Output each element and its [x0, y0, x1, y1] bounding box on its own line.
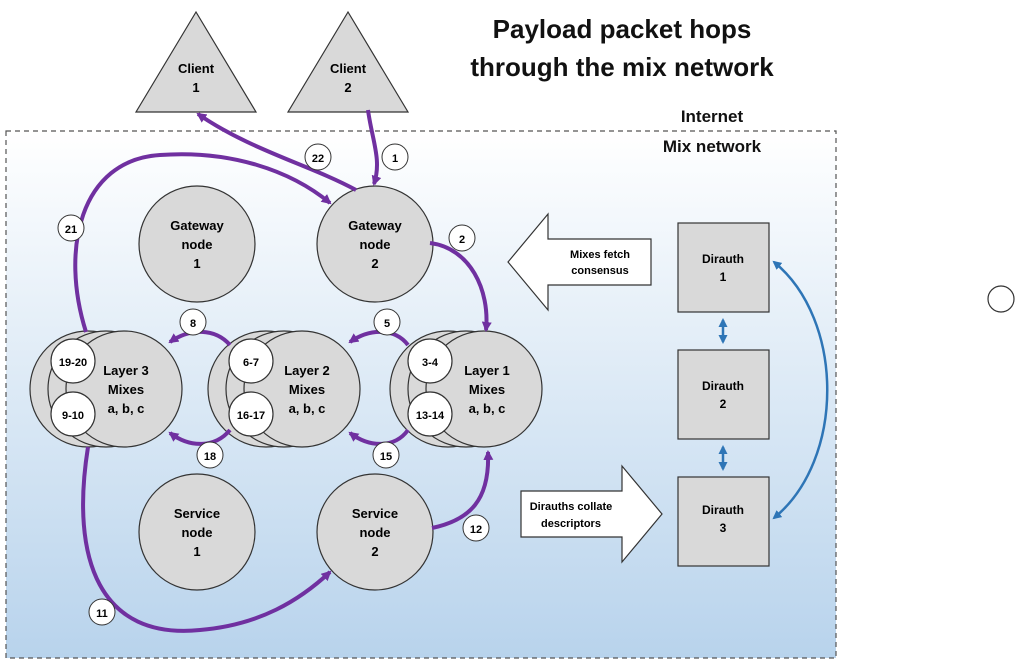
layer-1-bottom-hops: 13-14	[416, 410, 445, 422]
layer-2-top-hops: 6-7	[243, 357, 259, 369]
gateway-1-line3: 1	[193, 256, 200, 271]
client-2-number: 2	[344, 80, 351, 95]
service-2-line3: 2	[371, 544, 378, 559]
layer-3-line3: a, b, c	[108, 401, 145, 416]
title-line1: Payload packet hops	[493, 14, 752, 44]
service-node-2: Service node 2	[316, 473, 434, 591]
collate-line1: Dirauths collate	[530, 501, 613, 513]
layer-2-mixes: Layer 2 Mixes a, b, c 6-7 16-17	[207, 330, 361, 448]
layer-3-mixes: Layer 3 Mixes a, b, c 19-20 9-10	[29, 330, 183, 448]
layer-1-top-hops: 3-4	[422, 357, 439, 369]
hop-1-label: 1	[392, 153, 398, 165]
service-2-line2: node	[359, 525, 390, 540]
dirauth-link-1-3	[772, 260, 829, 520]
callout-collate-descriptors: Dirauths collate descriptors	[520, 464, 663, 564]
title-line2: through the mix network	[470, 52, 774, 82]
layer-1-line3: a, b, c	[469, 401, 506, 416]
service-1-line1: Service	[174, 506, 220, 521]
hop-8-label: 8	[190, 318, 196, 330]
empty-circle-marker	[987, 285, 1015, 313]
client-2: Client 2	[286, 10, 410, 113]
hop-arrow-layer3-to-service	[81, 446, 332, 633]
layer-3-line2: Mixes	[108, 382, 144, 397]
hop-22-label: 22	[312, 153, 324, 165]
client-1-number: 1	[192, 80, 199, 95]
gateway-node-1: Gateway node 1	[138, 185, 256, 303]
layer-3-bottom-hops: 9-10	[62, 410, 84, 422]
hop-arrow-layer2-to-layer3-return	[168, 428, 232, 446]
hop-5-label: 5	[384, 318, 390, 330]
gateway-node-2: Gateway node 2	[316, 185, 434, 303]
layer-2-bottom-hops: 16-17	[237, 410, 265, 422]
dirauth-3-line2: 3	[720, 521, 727, 535]
layer-2-line1: Layer 2	[284, 363, 330, 378]
hop-arrow-layer3-to-gateway	[73, 152, 332, 333]
dirauth-3-line1: Dirauth	[702, 503, 744, 517]
hop-arrow-client-to-gateway	[366, 109, 382, 186]
hop-12-label: 12	[470, 524, 482, 536]
layer-3-top-hops: 19-20	[59, 357, 87, 369]
callout-fetch-consensus: Mixes fetch consensus	[507, 212, 652, 312]
fetch-line1: Mixes fetch	[570, 249, 630, 261]
collate-line2: descriptors	[541, 518, 601, 530]
gateway-2-line3: 2	[371, 256, 378, 271]
gateway-2-line1: Gateway	[348, 218, 402, 233]
gateway-1-line1: Gateway	[170, 218, 224, 233]
dirauth-1-line2: 1	[720, 270, 727, 284]
hop-15-label: 15	[380, 451, 392, 463]
hop-arrow-gateway-to-client	[196, 112, 357, 192]
layer-1-line1: Layer 1	[464, 363, 510, 378]
layer-3-line1: Layer 3	[103, 363, 149, 378]
hop-arrows	[73, 109, 494, 633]
internet-label: Internet	[681, 107, 744, 126]
dirauth-2-line2: 2	[720, 397, 727, 411]
hop-21-label: 21	[65, 224, 77, 236]
hop-11-label: 11	[96, 608, 108, 620]
service-node-1: Service node 1	[138, 473, 256, 591]
gateway-2-line2: node	[359, 237, 390, 252]
hop-numbers: 1 2 5 8 11 12 15 18 21 22	[57, 143, 490, 626]
layer-2-line2: Mixes	[289, 382, 325, 397]
client-2-label: Client	[330, 61, 367, 76]
dirauth-links	[718, 260, 829, 520]
dirauth-3: Dirauth 3	[677, 476, 770, 567]
client-1: Client 1	[134, 10, 258, 113]
client-1-label: Client	[178, 61, 215, 76]
mix-network-label: Mix network	[663, 137, 762, 156]
layer-1-line2: Mixes	[469, 382, 505, 397]
service-2-line1: Service	[352, 506, 398, 521]
dirauth-2: Dirauth 2	[677, 349, 770, 440]
gateway-1-line2: node	[181, 237, 212, 252]
layer-2-line3: a, b, c	[289, 401, 326, 416]
hop-18-label: 18	[204, 451, 216, 463]
hop-arrow-service-to-layer1	[431, 450, 494, 530]
dirauth-2-line1: Dirauth	[702, 379, 744, 393]
hop-2-label: 2	[459, 234, 465, 246]
hop-arrow-gateway-to-layer1	[429, 241, 492, 332]
layer-1-mixes: Layer 1 Mixes a, b, c 3-4 13-14	[389, 330, 543, 448]
fetch-line2: consensus	[571, 265, 628, 277]
service-1-line3: 1	[193, 544, 200, 559]
service-1-line2: node	[181, 525, 212, 540]
dirauth-1-line1: Dirauth	[702, 252, 744, 266]
dirauth-1: Dirauth 1	[677, 222, 770, 313]
